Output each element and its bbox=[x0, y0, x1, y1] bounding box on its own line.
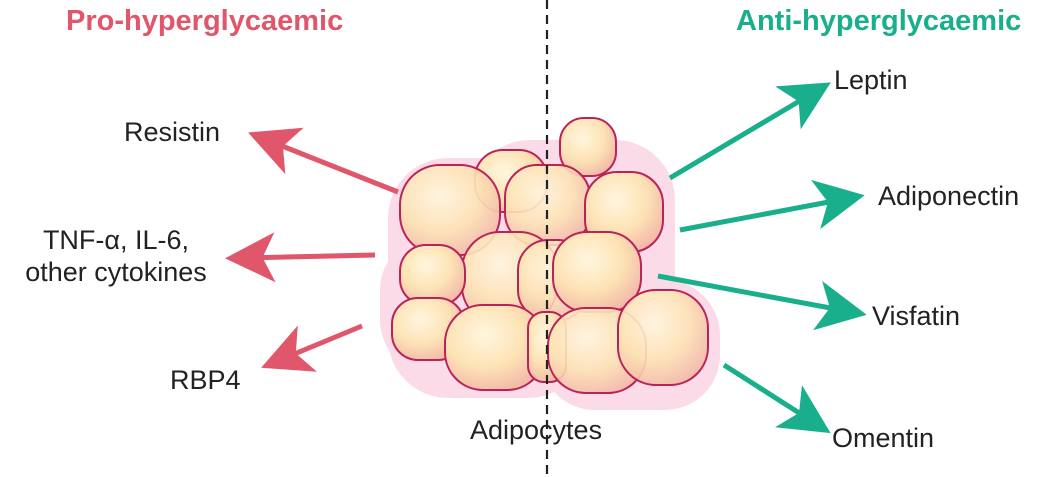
arrow-leptin bbox=[668, 82, 831, 181]
label-adipocytes: Adipocytes bbox=[470, 415, 603, 445]
heading-pro-hyperglycaemic: Pro-hyperglycaemic bbox=[66, 5, 344, 37]
label-adiponectin: Adiponectin bbox=[878, 181, 1020, 211]
arrow-resistin bbox=[248, 127, 399, 195]
label-visfatin: Visfatin bbox=[872, 301, 961, 331]
label-omentin: Omentin bbox=[832, 423, 935, 453]
label-cytokines: TNF-α, IL-6, other cytokines bbox=[0, 224, 232, 288]
adipocyte-cell bbox=[617, 289, 709, 386]
label-cytokines-line1: TNF-α, IL-6, bbox=[42, 225, 190, 255]
heading-anti-hyperglycaemic: Anti-hyperglycaemic bbox=[736, 5, 1022, 37]
adipocyte-cell bbox=[559, 117, 617, 177]
arrow-omentin bbox=[722, 362, 831, 434]
arrow-rbp4 bbox=[261, 323, 363, 372]
adipocyte-cell bbox=[552, 231, 642, 313]
label-leptin: Leptin bbox=[834, 65, 908, 95]
label-cytokines-line2: other cytokines bbox=[25, 257, 207, 287]
label-rbp4: RBP4 bbox=[170, 365, 241, 395]
label-resistin: Resistin bbox=[124, 117, 221, 147]
adipocyte-cluster bbox=[391, 117, 709, 394]
arrow-cytokines bbox=[225, 232, 376, 283]
arrow-visfatin bbox=[657, 273, 867, 331]
pro-arrows bbox=[225, 127, 399, 372]
adipocyte-cell bbox=[399, 244, 466, 306]
arrow-adiponectin bbox=[679, 179, 865, 233]
anti-arrows bbox=[657, 82, 867, 434]
